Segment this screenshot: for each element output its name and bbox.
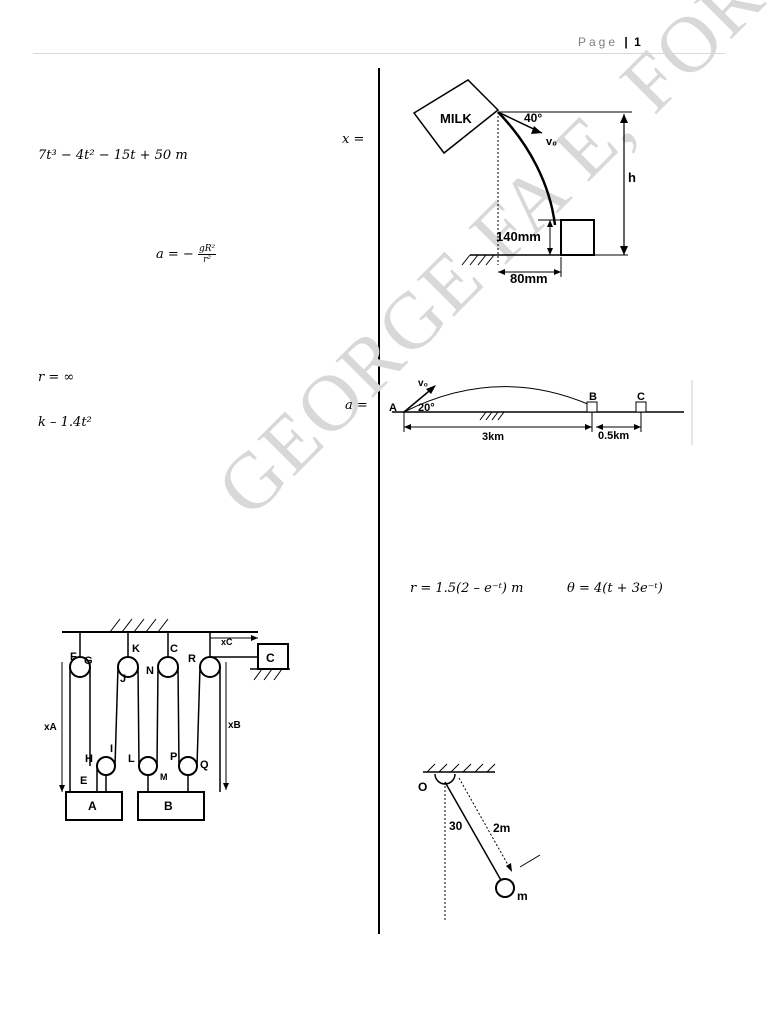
pendulum-figure: O m 30 2m: [418, 763, 541, 920]
block-c: [257, 643, 289, 670]
position-equation: 7t³ − 4t² − 15t + 50 m: [38, 148, 188, 163]
header-rule: [33, 53, 725, 54]
block-a-label: A: [88, 799, 97, 813]
r-infinity-equation: r = ∞: [38, 370, 75, 385]
mass-label: m: [517, 889, 528, 903]
length-arrow: [506, 863, 512, 872]
block-a: [65, 791, 123, 821]
dist-ab-label: 3km: [482, 431, 504, 443]
polar-theta-equation: θ = 4(t + 3e⁻ᵗ): [567, 581, 663, 596]
milk-pour-figure: MILK 40° v₀ h 140mm 80mm: [412, 79, 636, 286]
block-b: [137, 791, 205, 821]
pulley-system-figure: A B C xC xA xB F G K C R J N H I L P Q E…: [44, 618, 290, 821]
angle-label: 30: [449, 819, 463, 833]
block-c-label: C: [266, 651, 275, 665]
h-arrow-top: [620, 114, 628, 123]
dist-arrow-left: [498, 269, 505, 275]
xa-label: xA: [44, 722, 57, 733]
ceiling-hatch: [426, 763, 496, 773]
block-b-label: B: [164, 799, 173, 813]
ground-hatch: [461, 254, 495, 266]
page-word: Page: [578, 35, 619, 49]
label-m: M: [160, 772, 168, 782]
h-label: h: [628, 170, 636, 185]
xa-arrow: [59, 785, 65, 792]
label-i: I: [110, 743, 113, 755]
label-g: G: [84, 655, 93, 667]
target-c: [635, 401, 647, 413]
ceiling-hatch: [109, 618, 169, 633]
label-j: J: [120, 673, 126, 685]
mass-bob: [495, 878, 515, 898]
milk-stream: [497, 111, 557, 226]
h-arrow-bottom: [620, 246, 628, 255]
distance-label: 80mm: [510, 271, 548, 286]
ab-arrow-right: [585, 424, 592, 430]
accel-numerator: gR²: [197, 244, 217, 255]
page-separator: |: [624, 35, 628, 49]
label-e: E: [80, 775, 87, 787]
a-equals-label: a =: [345, 398, 368, 413]
page-header: Page | 1: [578, 35, 641, 49]
v0-arrowhead: [531, 126, 542, 134]
bc-arrow-left: [596, 424, 603, 430]
pulley-l: [138, 756, 158, 776]
label-n: N: [146, 665, 154, 677]
label-q: Q: [200, 759, 209, 771]
acceleration-equation: a = − gR² r²: [156, 244, 217, 265]
angle-40-label: 40°: [524, 111, 542, 125]
v0-arrowhead: [426, 385, 436, 394]
point-c-label: C: [637, 391, 645, 403]
c-ground-hatch: [253, 668, 283, 681]
ab-arrow-left: [404, 424, 411, 430]
xb-label: xB: [228, 720, 241, 731]
glass-height-label: 140mm: [496, 229, 541, 244]
gh-arrow-bottom: [547, 248, 553, 255]
projectile-figure: v₀ 20° A B C 3km 0.5km: [389, 378, 693, 445]
glass: [560, 219, 595, 256]
pulley-i: [96, 756, 116, 776]
bc-arrow-right: [634, 424, 641, 430]
gh-arrow-top: [547, 220, 553, 227]
label-h: H: [85, 753, 93, 765]
pendulum-rod: [444, 781, 503, 883]
dist-arrow-right: [554, 269, 561, 275]
point-b-label: B: [589, 391, 597, 403]
length-tick: [519, 854, 541, 868]
v0-label: v₀: [546, 136, 557, 148]
accel-lhs: a = −: [156, 247, 194, 262]
k-equation: k – 1.4t²: [38, 415, 92, 430]
milk-carton-label: MILK: [440, 111, 472, 126]
angle-20-label: 20°: [418, 402, 435, 414]
label-f: F: [70, 651, 77, 663]
point-a-label: A: [389, 402, 397, 414]
pulley-p: [178, 756, 198, 776]
length-dim: [458, 777, 513, 873]
milk-carton-shape: [412, 79, 500, 155]
pulley-n: [157, 656, 179, 678]
xc-label: xC: [221, 637, 233, 647]
column-divider: [378, 68, 380, 934]
ground-hatch: [479, 411, 505, 421]
page-number: 1: [634, 35, 641, 49]
ropes: [69, 656, 258, 792]
pivot-label: O: [418, 780, 427, 794]
x-equals-label: x =: [342, 132, 365, 147]
pulley-r: [199, 656, 221, 678]
label-c-pulley: C: [170, 643, 178, 655]
label-k: K: [132, 643, 140, 655]
label-p: P: [170, 751, 177, 763]
target-b: [586, 401, 598, 413]
trajectory-arc: [403, 386, 591, 413]
dist-bc-label: 0.5km: [598, 430, 629, 442]
v0-label: v₀: [418, 378, 428, 389]
accel-fraction: gR² r²: [197, 244, 217, 265]
xb-arrow: [223, 783, 229, 790]
length-label: 2m: [493, 821, 510, 835]
polar-r-equation: r = 1.5(2 – e⁻ᵗ) m: [410, 581, 524, 596]
label-l: L: [128, 753, 135, 765]
accel-denominator: r²: [203, 255, 211, 265]
label-r: R: [188, 653, 196, 665]
xc-arrow: [251, 635, 258, 641]
